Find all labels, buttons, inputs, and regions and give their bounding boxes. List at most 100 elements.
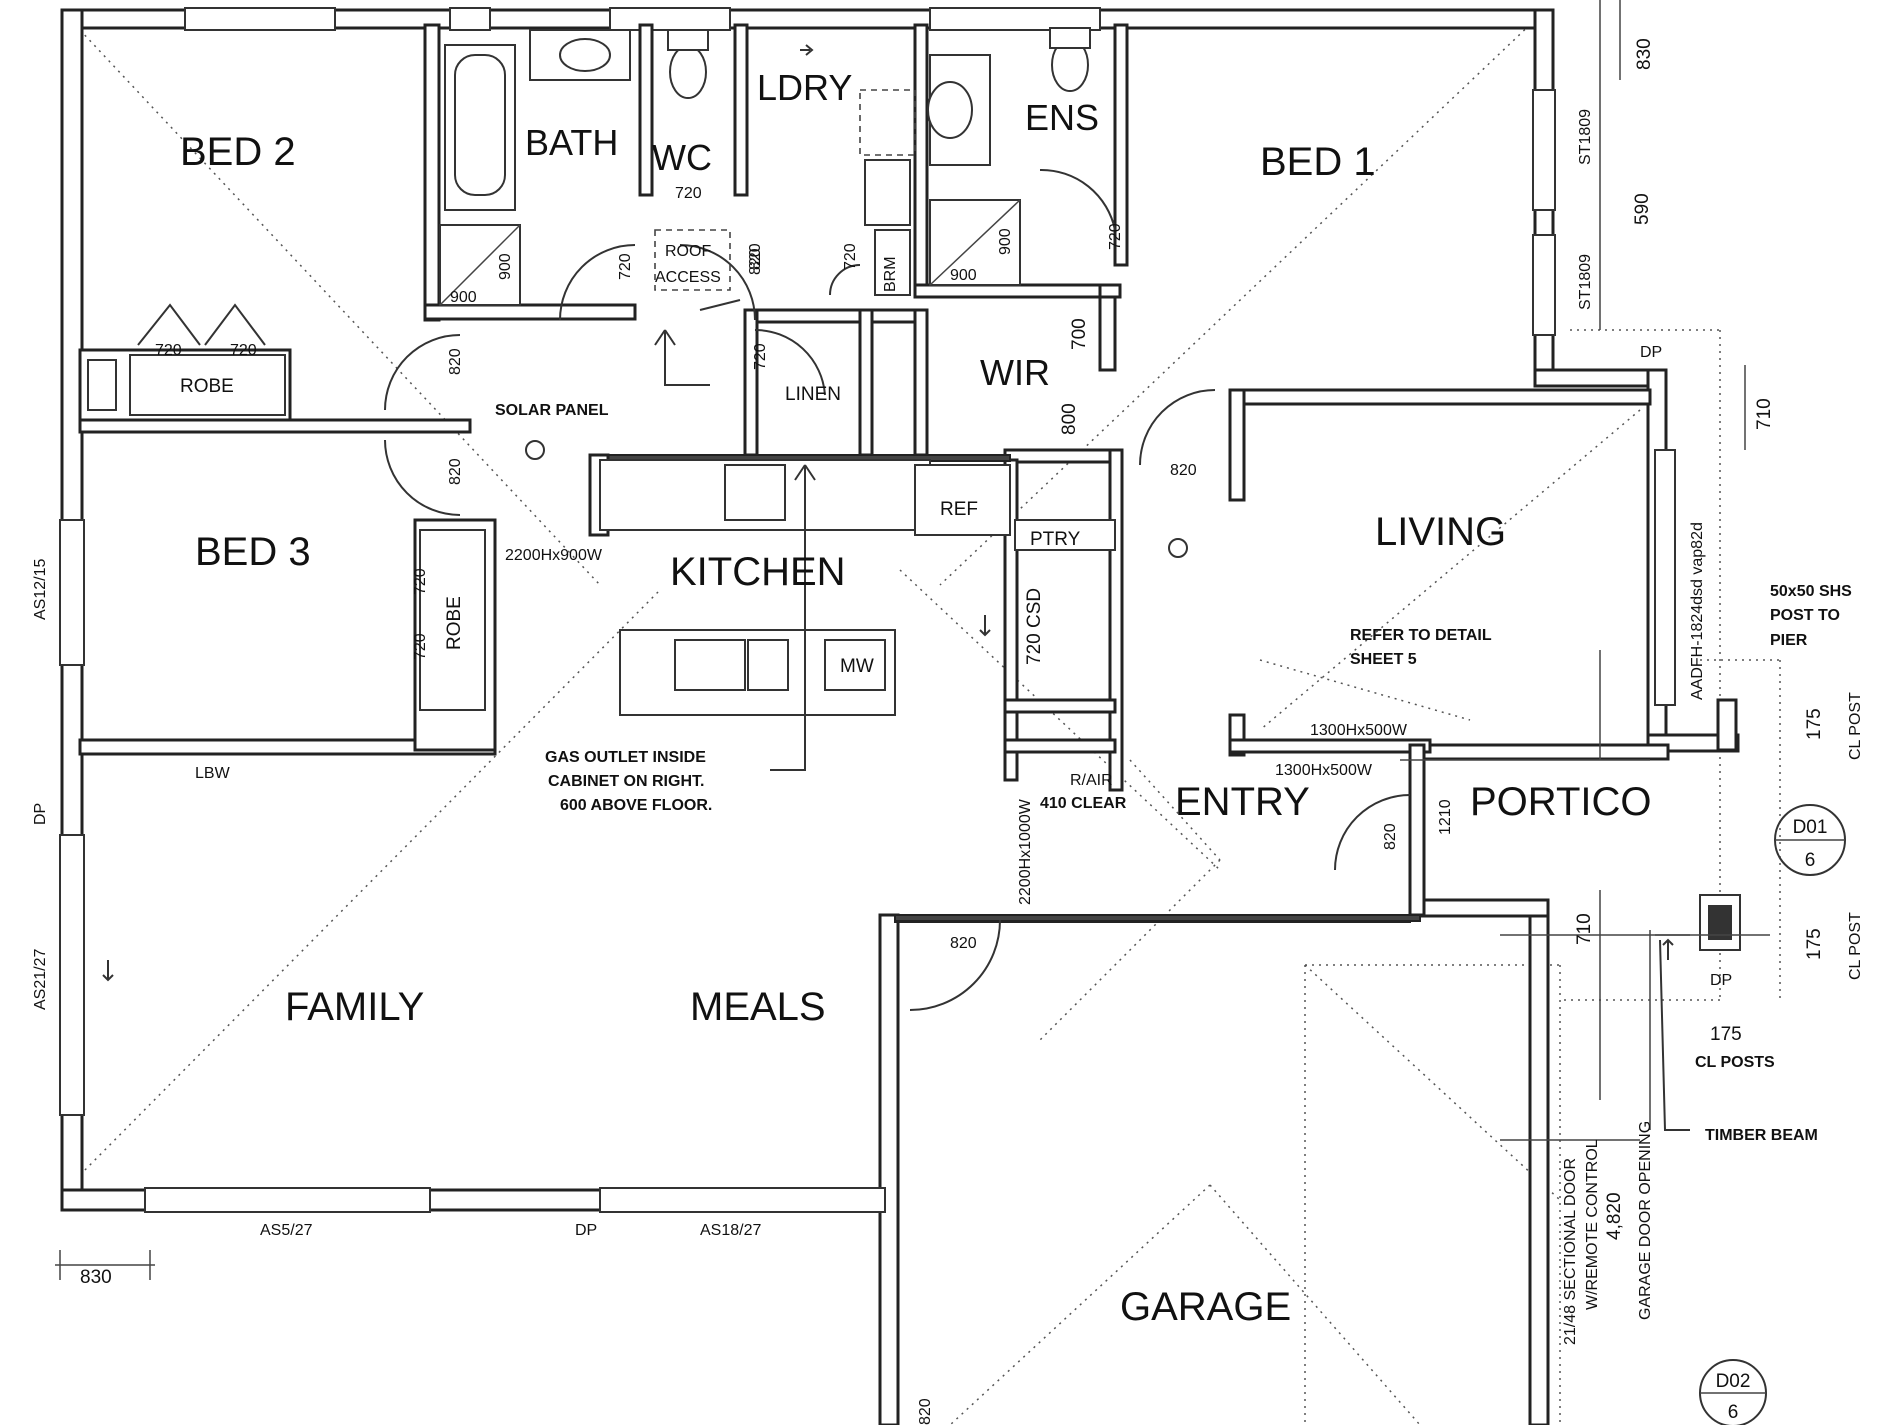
note-refer-1: REFER TO DETAIL xyxy=(1350,627,1492,644)
window-dp-bottom: DP xyxy=(575,1222,597,1239)
dim-175-a: 175 xyxy=(1804,708,1825,740)
window-living-b: 1300Hx500W xyxy=(1275,762,1373,779)
dim-820-ldry: 820 xyxy=(747,243,764,270)
callout-d02-bottom: 6 xyxy=(1728,1402,1739,1423)
room-labels: BED 2 BATH WC LDRY ENS BED 1 WIR LINEN R… xyxy=(180,67,1652,1329)
note-timber-beam: TIMBER BEAM xyxy=(1705,1127,1818,1144)
callout-d02: D02 6 xyxy=(1699,1359,1767,1425)
room-living: LIVING xyxy=(1375,510,1506,554)
dim-900-b: 900 xyxy=(450,289,477,306)
dim-175-c: 175 xyxy=(1710,1024,1742,1045)
room-brm: BRM xyxy=(882,256,899,292)
note-garage-door-2: W/REMOTE CONTROL xyxy=(1584,1139,1601,1310)
room-linen: LINEN xyxy=(785,384,841,405)
dim-820-bed3: 820 xyxy=(447,458,464,485)
window-st1809-a: ST1809 xyxy=(1577,109,1594,165)
note-gas-2: CABINET ON RIGHT. xyxy=(548,773,704,790)
note-shs-3: PIER xyxy=(1770,632,1808,649)
dim-800-wir: 800 xyxy=(1059,403,1080,435)
dim-820-garage: 820 xyxy=(917,1398,934,1425)
room-ens: ENS xyxy=(1025,97,1099,138)
dim-720-linen: 720 xyxy=(752,343,769,370)
dim-1210: 1210 xyxy=(1437,799,1454,835)
doors xyxy=(137,168,1411,1011)
window-ra: 2200Hx1000W xyxy=(1017,798,1034,905)
room-meals: MEALS xyxy=(690,985,826,1029)
dim-820-bed2: 820 xyxy=(447,348,464,375)
dim-830-bottom: 830 xyxy=(80,1267,112,1288)
window-as527: AS5/27 xyxy=(260,1222,313,1239)
note-garage-opening: GARAGE DOOR OPENING xyxy=(1637,1121,1654,1320)
room-ref: REF xyxy=(940,499,978,520)
note-rair-1: R/AIR xyxy=(1070,772,1113,789)
window-as1827: AS18/27 xyxy=(700,1222,761,1239)
room-bed3: BED 3 xyxy=(195,530,311,574)
room-family: FAMILY xyxy=(285,985,424,1029)
room-bed2: BED 2 xyxy=(180,130,296,174)
dim-900-c: 900 xyxy=(997,228,1014,255)
dim-820-front: 820 xyxy=(1382,823,1399,850)
dim-590: 590 xyxy=(1632,193,1653,225)
dim-710-right: 710 xyxy=(1754,398,1775,430)
room-mw: MW xyxy=(840,656,874,677)
roof-lines xyxy=(79,19,1781,1425)
dim-900-d: 900 xyxy=(950,267,977,284)
room-portico: PORTICO xyxy=(1470,780,1652,824)
room-kitchen: KITCHEN xyxy=(670,550,846,594)
room-robe-bed3: ROBE xyxy=(444,596,465,650)
dim-720-brm: 720 xyxy=(842,243,859,270)
window-aadfh: AADFH-1824dsd vap82d xyxy=(1689,522,1706,700)
room-csd: 720 CSD xyxy=(1024,588,1045,665)
dim-720-ens: 720 xyxy=(1107,223,1124,250)
window-st1809-b: ST1809 xyxy=(1577,254,1594,310)
room-wir: WIR xyxy=(980,352,1050,393)
dim-820-door: 820 xyxy=(747,248,764,275)
note-shs-1: 50x50 SHS xyxy=(1770,583,1852,600)
dim-720-bed3-b: 720 xyxy=(412,633,429,660)
window-kitchen: 2200Hx900W xyxy=(505,547,603,564)
room-bed1: BED 1 xyxy=(1260,140,1376,184)
notes: ROOF ACCESS SOLAR PANEL LBW GAS OUTLET I… xyxy=(195,229,1864,1345)
arrows xyxy=(102,44,1674,982)
room-ptry: PTRY xyxy=(1030,529,1081,550)
dim-820-meals: 820 xyxy=(950,935,977,952)
callout-d02-top: D02 xyxy=(1716,1371,1751,1392)
dim-700-wir: 700 xyxy=(1069,318,1090,350)
room-bath: BATH xyxy=(525,122,618,163)
dim-720-door: 720 xyxy=(617,253,634,280)
room-ldry: LDRY xyxy=(757,67,852,108)
dim-720-bed3-a: 720 xyxy=(412,568,429,595)
window-as1215: AS12/15 xyxy=(32,559,49,620)
note-lbw: LBW xyxy=(195,765,231,782)
note-gas-1: GAS OUTLET INSIDE xyxy=(545,749,706,766)
window-dp-post: DP xyxy=(1710,972,1732,989)
note-gas-3: 600 ABOVE FLOOR. xyxy=(560,797,712,814)
callout-d01-bottom: 6 xyxy=(1805,850,1816,871)
window-as2127: AS21/27 xyxy=(32,949,49,1010)
dim-720-wc: 720 xyxy=(675,185,702,202)
note-garage-door-1: 21/48 SECTIONAL DOOR xyxy=(1562,1158,1579,1345)
callout-d01: D01 6 xyxy=(1774,804,1846,876)
note-roof-access-1: ROOF xyxy=(665,243,711,260)
dimension-labels: 830 590 710 710 830 175 175 175 720 720 … xyxy=(80,38,1825,1425)
dim-720-robe-b: 720 xyxy=(230,342,257,359)
window-dp-portico: DP xyxy=(1640,344,1662,361)
dim-175-b: 175 xyxy=(1804,928,1825,960)
dim-720-robe-a: 720 xyxy=(155,342,182,359)
dim-4820: 4,820 xyxy=(1604,1192,1625,1240)
note-rair-2: 410 CLEAR xyxy=(1040,795,1127,812)
window-labels: ST1809 ST1809 AS12/15 AS21/27 AS5/27 AS1… xyxy=(32,109,1732,1239)
room-garage: GARAGE xyxy=(1120,1285,1291,1329)
fixtures xyxy=(87,27,1741,951)
note-shs-2: POST TO xyxy=(1770,607,1840,624)
dim-830-top: 830 xyxy=(1634,38,1655,70)
dim-710-lower: 710 xyxy=(1574,913,1595,945)
dim-900-a: 900 xyxy=(497,253,514,280)
window-living-a: 1300Hx500W xyxy=(1310,722,1408,739)
room-wc: WC xyxy=(652,137,712,178)
note-roof-access-2: ACCESS xyxy=(655,269,721,286)
note-cl-post-a: CL POST xyxy=(1847,692,1864,760)
note-refer-2: SHEET 5 xyxy=(1350,651,1417,668)
window-dp-left: DP xyxy=(32,803,49,825)
